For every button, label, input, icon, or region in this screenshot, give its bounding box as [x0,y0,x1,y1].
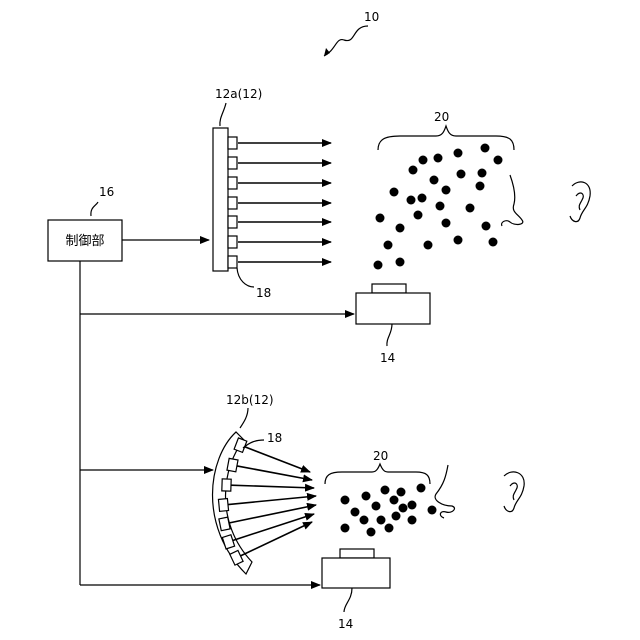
system-ref-label: 10 [364,10,379,24]
particle-dot [385,524,394,533]
particle-dot [482,222,491,231]
particle-dot [409,166,418,175]
particle-dot [396,258,405,267]
particle-dot [454,236,463,245]
particle-dot [478,169,487,178]
particles-brace-b [325,464,430,484]
particles-brace-a [378,126,514,150]
transducer-element [228,197,237,209]
particle-dot [408,516,417,525]
particle-dot [457,170,466,179]
particle-dot [392,512,401,521]
particle-dot [390,496,399,505]
emitter-nozzle-b [340,549,374,558]
particle-dot [381,486,390,495]
particle-dot [454,149,463,158]
particle-dot [418,194,427,203]
particle-dot [476,182,485,191]
transducer-element [228,157,237,169]
beam-arrow [245,447,310,472]
nose-icon [502,175,523,226]
particle-dot [341,496,350,505]
particle-dot [481,144,490,153]
particle-dot [466,204,475,213]
emitter-body-a [356,293,430,324]
particle-dot [430,176,439,185]
particle-dot [341,524,350,533]
particle-dot [397,488,406,497]
ear-icon [570,182,590,222]
array-a-ref-label: 12a(12) [215,87,262,101]
particle-dot [399,504,408,513]
transducer-element [227,458,238,471]
beam-arrow [229,505,316,523]
particle-dot [372,502,381,511]
array-b-leader-line [240,408,248,428]
particle-dot [390,188,399,197]
transducer-element [222,479,231,491]
particle-cloud-a [374,144,503,270]
emitter-ref-label-b: 14 [338,617,353,631]
particle-dot [489,238,498,247]
emitter-a-leader-line [387,324,392,346]
particle-cloud-b [341,484,437,537]
particle-dot [428,506,437,515]
ear-icon [504,472,524,512]
emitter-nozzle-a [372,284,406,293]
transducer-element [228,256,237,268]
particle-dot [442,186,451,195]
particles-ref-label-a: 20 [434,110,449,124]
beam-arrow [228,496,316,505]
array-b-ref-label: 12b(12) [226,393,274,407]
particles-ref-label-b: 20 [373,449,388,463]
flat-array-board [213,128,228,271]
emitter-b-leader-line [344,588,352,612]
element-ref-label-a: 18 [256,286,271,300]
emitter-ref-label-a: 14 [380,351,395,365]
nose-icon [435,465,454,518]
particle-dot [377,516,386,525]
transducer-element [228,216,237,228]
particle-dot [351,508,360,517]
controller-label: 制御部 [65,234,104,249]
particle-dot [494,156,503,165]
particle-dot [434,154,443,163]
squiggle-arrow-icon [324,26,368,56]
particle-dot [367,528,376,537]
particle-dot [442,219,451,228]
particle-dot [414,211,423,220]
beam-arrow [231,485,314,488]
particle-dot [419,156,428,165]
particle-dot [360,516,369,525]
flat-array-beams [238,143,331,262]
particle-dot [408,501,417,510]
particle-dot [424,241,433,250]
emitter-body-b [322,558,390,588]
transducer-element [228,137,237,149]
transducer-element [228,236,237,248]
transducer-element [219,517,230,531]
particle-dot [396,224,405,233]
controller-ref-label: 16 [99,185,114,199]
particle-dot [436,202,445,211]
particle-dot [384,241,393,250]
particle-dot [374,261,383,270]
controller-leader-line [91,202,98,216]
transducer-element [218,499,228,512]
array-a-leader-line [220,103,226,126]
flat-array-elements [228,137,237,268]
particle-dot [407,196,416,205]
particle-dot [362,492,371,501]
particle-dot [376,214,385,223]
transducer-element [228,177,237,189]
element-ref-label-b: 18 [267,431,282,445]
element-a-leader-line [237,268,254,287]
curved-array-beams [228,447,316,556]
particle-dot [417,484,426,493]
